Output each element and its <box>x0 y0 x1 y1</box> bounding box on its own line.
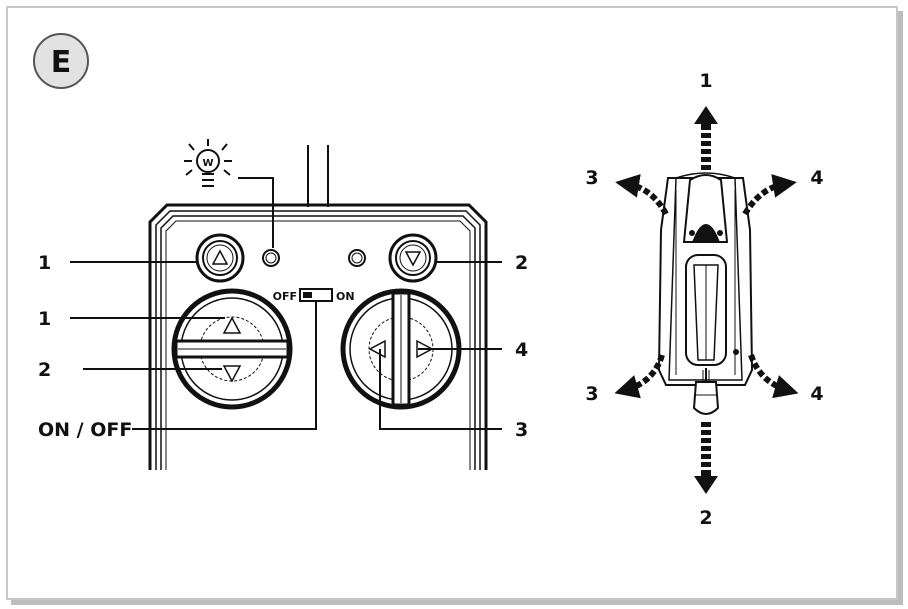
arrow-icon <box>694 422 718 494</box>
switch-on-label: ON <box>336 290 355 303</box>
antenna <box>307 145 329 207</box>
label-on-off: ON / OFF <box>38 419 132 441</box>
light-led-right <box>348 249 366 267</box>
bulb-letter: W <box>202 158 213 169</box>
light-led-left <box>262 249 280 267</box>
arrow-icon <box>742 174 797 216</box>
left-triangle-icon <box>368 339 386 359</box>
light-button-left[interactable] <box>195 233 245 283</box>
label-car-back-right: 4 <box>810 383 823 405</box>
label-light-button-right: 2 <box>515 252 528 274</box>
label-car-backward: 2 <box>699 507 712 529</box>
arrow-icon <box>614 354 665 399</box>
remote-body <box>148 203 488 470</box>
switch-off-label: OFF <box>273 290 297 303</box>
label-car-forward-right: 4 <box>810 167 823 189</box>
arrow-icon <box>694 106 718 170</box>
down-triangle-icon <box>222 365 242 383</box>
badge-letter: E <box>51 45 72 80</box>
down-triangle-icon <box>404 251 422 267</box>
remote-leader-lines <box>70 261 502 430</box>
diagonal-arrows <box>614 174 799 399</box>
up-triangle-icon <box>222 316 242 334</box>
label-car-forward-left: 3 <box>585 167 598 189</box>
figure-badge: E <box>33 33 89 89</box>
arrow-icon <box>615 174 669 216</box>
label-car-forward: 1 <box>699 70 712 92</box>
direction-arrows <box>694 106 718 494</box>
label-right-stick-right: 4 <box>515 339 528 361</box>
label-light-button-left: 1 <box>38 252 51 274</box>
label-left-stick-up: 1 <box>38 308 51 330</box>
label-car-back-left: 3 <box>585 383 598 405</box>
light-bulb-icon: W <box>184 139 232 187</box>
label-left-stick-down: 2 <box>38 359 51 381</box>
label-right-stick-left: 3 <box>515 419 528 441</box>
bulb-leader-line <box>238 177 274 248</box>
power-switch[interactable]: OFF ON <box>273 288 355 303</box>
light-button-right[interactable] <box>388 233 438 283</box>
car-top-view <box>657 172 754 415</box>
arrow-icon <box>748 353 799 399</box>
up-triangle-icon <box>211 249 229 265</box>
left-joystick[interactable] <box>171 288 293 410</box>
